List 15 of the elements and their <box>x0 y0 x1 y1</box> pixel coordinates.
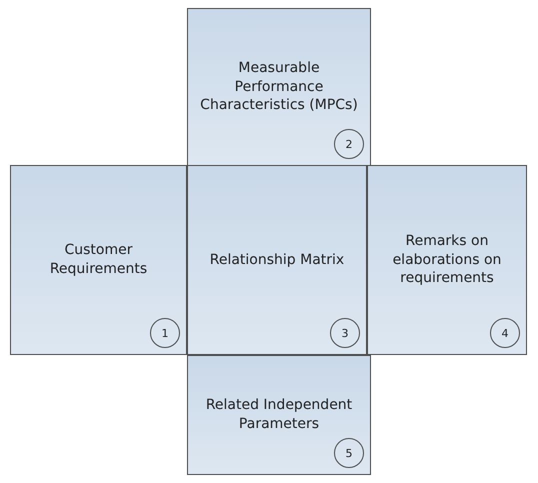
matrix-section <box>10 165 187 355</box>
section-title: Related Independent Parameters <box>204 396 354 434</box>
number-circle: 4 <box>490 318 520 348</box>
section-title: Remarks on elaborations on requirements <box>392 232 502 288</box>
matrix-section <box>187 165 367 355</box>
section-title: Customer Requirements <box>48 241 148 279</box>
section-title: Measurable Performance Characteristics (MPCs) <box>199 58 359 116</box>
matrix-section <box>187 8 371 166</box>
section-title: Relationship Matrix <box>208 250 346 270</box>
matrix-section <box>187 355 371 475</box>
number-circle: 1 <box>150 318 180 348</box>
number-circle: 5 <box>334 438 364 468</box>
number-circle: 2 <box>334 129 364 159</box>
matrix-section <box>367 165 527 355</box>
number-circle: 3 <box>330 318 360 348</box>
